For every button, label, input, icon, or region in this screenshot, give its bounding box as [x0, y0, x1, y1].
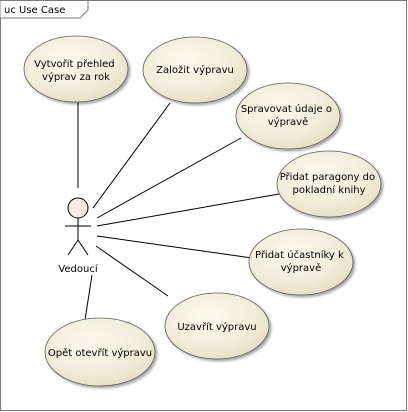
use-case-label: Založit výpravu: [156, 64, 234, 76]
use-case-ellipse: [23, 35, 129, 103]
association-uc4: [96, 193, 280, 227]
use-case-uc2[interactable]: Založit výpravu: [142, 36, 248, 104]
use-case-label: Uzavřít výpravu: [177, 321, 256, 333]
use-case-label: Vytvořit přehled výprav za rok: [34, 58, 118, 83]
use-case-ellipse: [164, 292, 270, 360]
association-uc2: [92, 102, 171, 209]
frame-tab: [0, 0, 89, 19]
use-case-label: Přidat účastníky k výpravě: [255, 249, 347, 274]
use-case-ellipse: [248, 228, 354, 296]
use-case-uc1[interactable]: Vytvořit přehled výprav za rok: [23, 35, 129, 103]
actor-vedouci[interactable]: Vedoucí: [58, 197, 99, 275]
association-uc6: [95, 245, 169, 297]
use-case-uc3[interactable]: Spravovat údaje o výpravě: [235, 82, 341, 150]
frame-label: uc Use Case: [4, 5, 65, 16]
actor-stick-figure-icon: [65, 197, 91, 256]
association-uc7: [84, 274, 93, 321]
use-case-uc6[interactable]: Uzavřít výpravu: [164, 292, 270, 360]
association-uc5: [96, 235, 253, 259]
use-case-ellipse: [142, 36, 248, 104]
actor-label: Vedoucí: [58, 263, 99, 275]
associations: [77, 98, 280, 321]
use-case-label: Spravovat údaje o výpravě: [241, 103, 335, 128]
use-case-label: Přidat paragony do pokladní knihy: [280, 171, 379, 196]
use-case-uc5[interactable]: Přidat účastníky k výpravě: [248, 228, 354, 296]
use-case-label: Opět otevřít výpravu: [48, 347, 152, 359]
use-case-uc7[interactable]: Opět otevřít výpravu: [44, 317, 156, 387]
association-uc3: [96, 137, 242, 219]
use-case-ellipse: [235, 82, 341, 150]
use-case-uc4[interactable]: Přidat paragony do pokladní knihy: [276, 150, 382, 218]
use-case-ellipse: [276, 150, 382, 218]
use-case-ellipse: [44, 317, 156, 387]
